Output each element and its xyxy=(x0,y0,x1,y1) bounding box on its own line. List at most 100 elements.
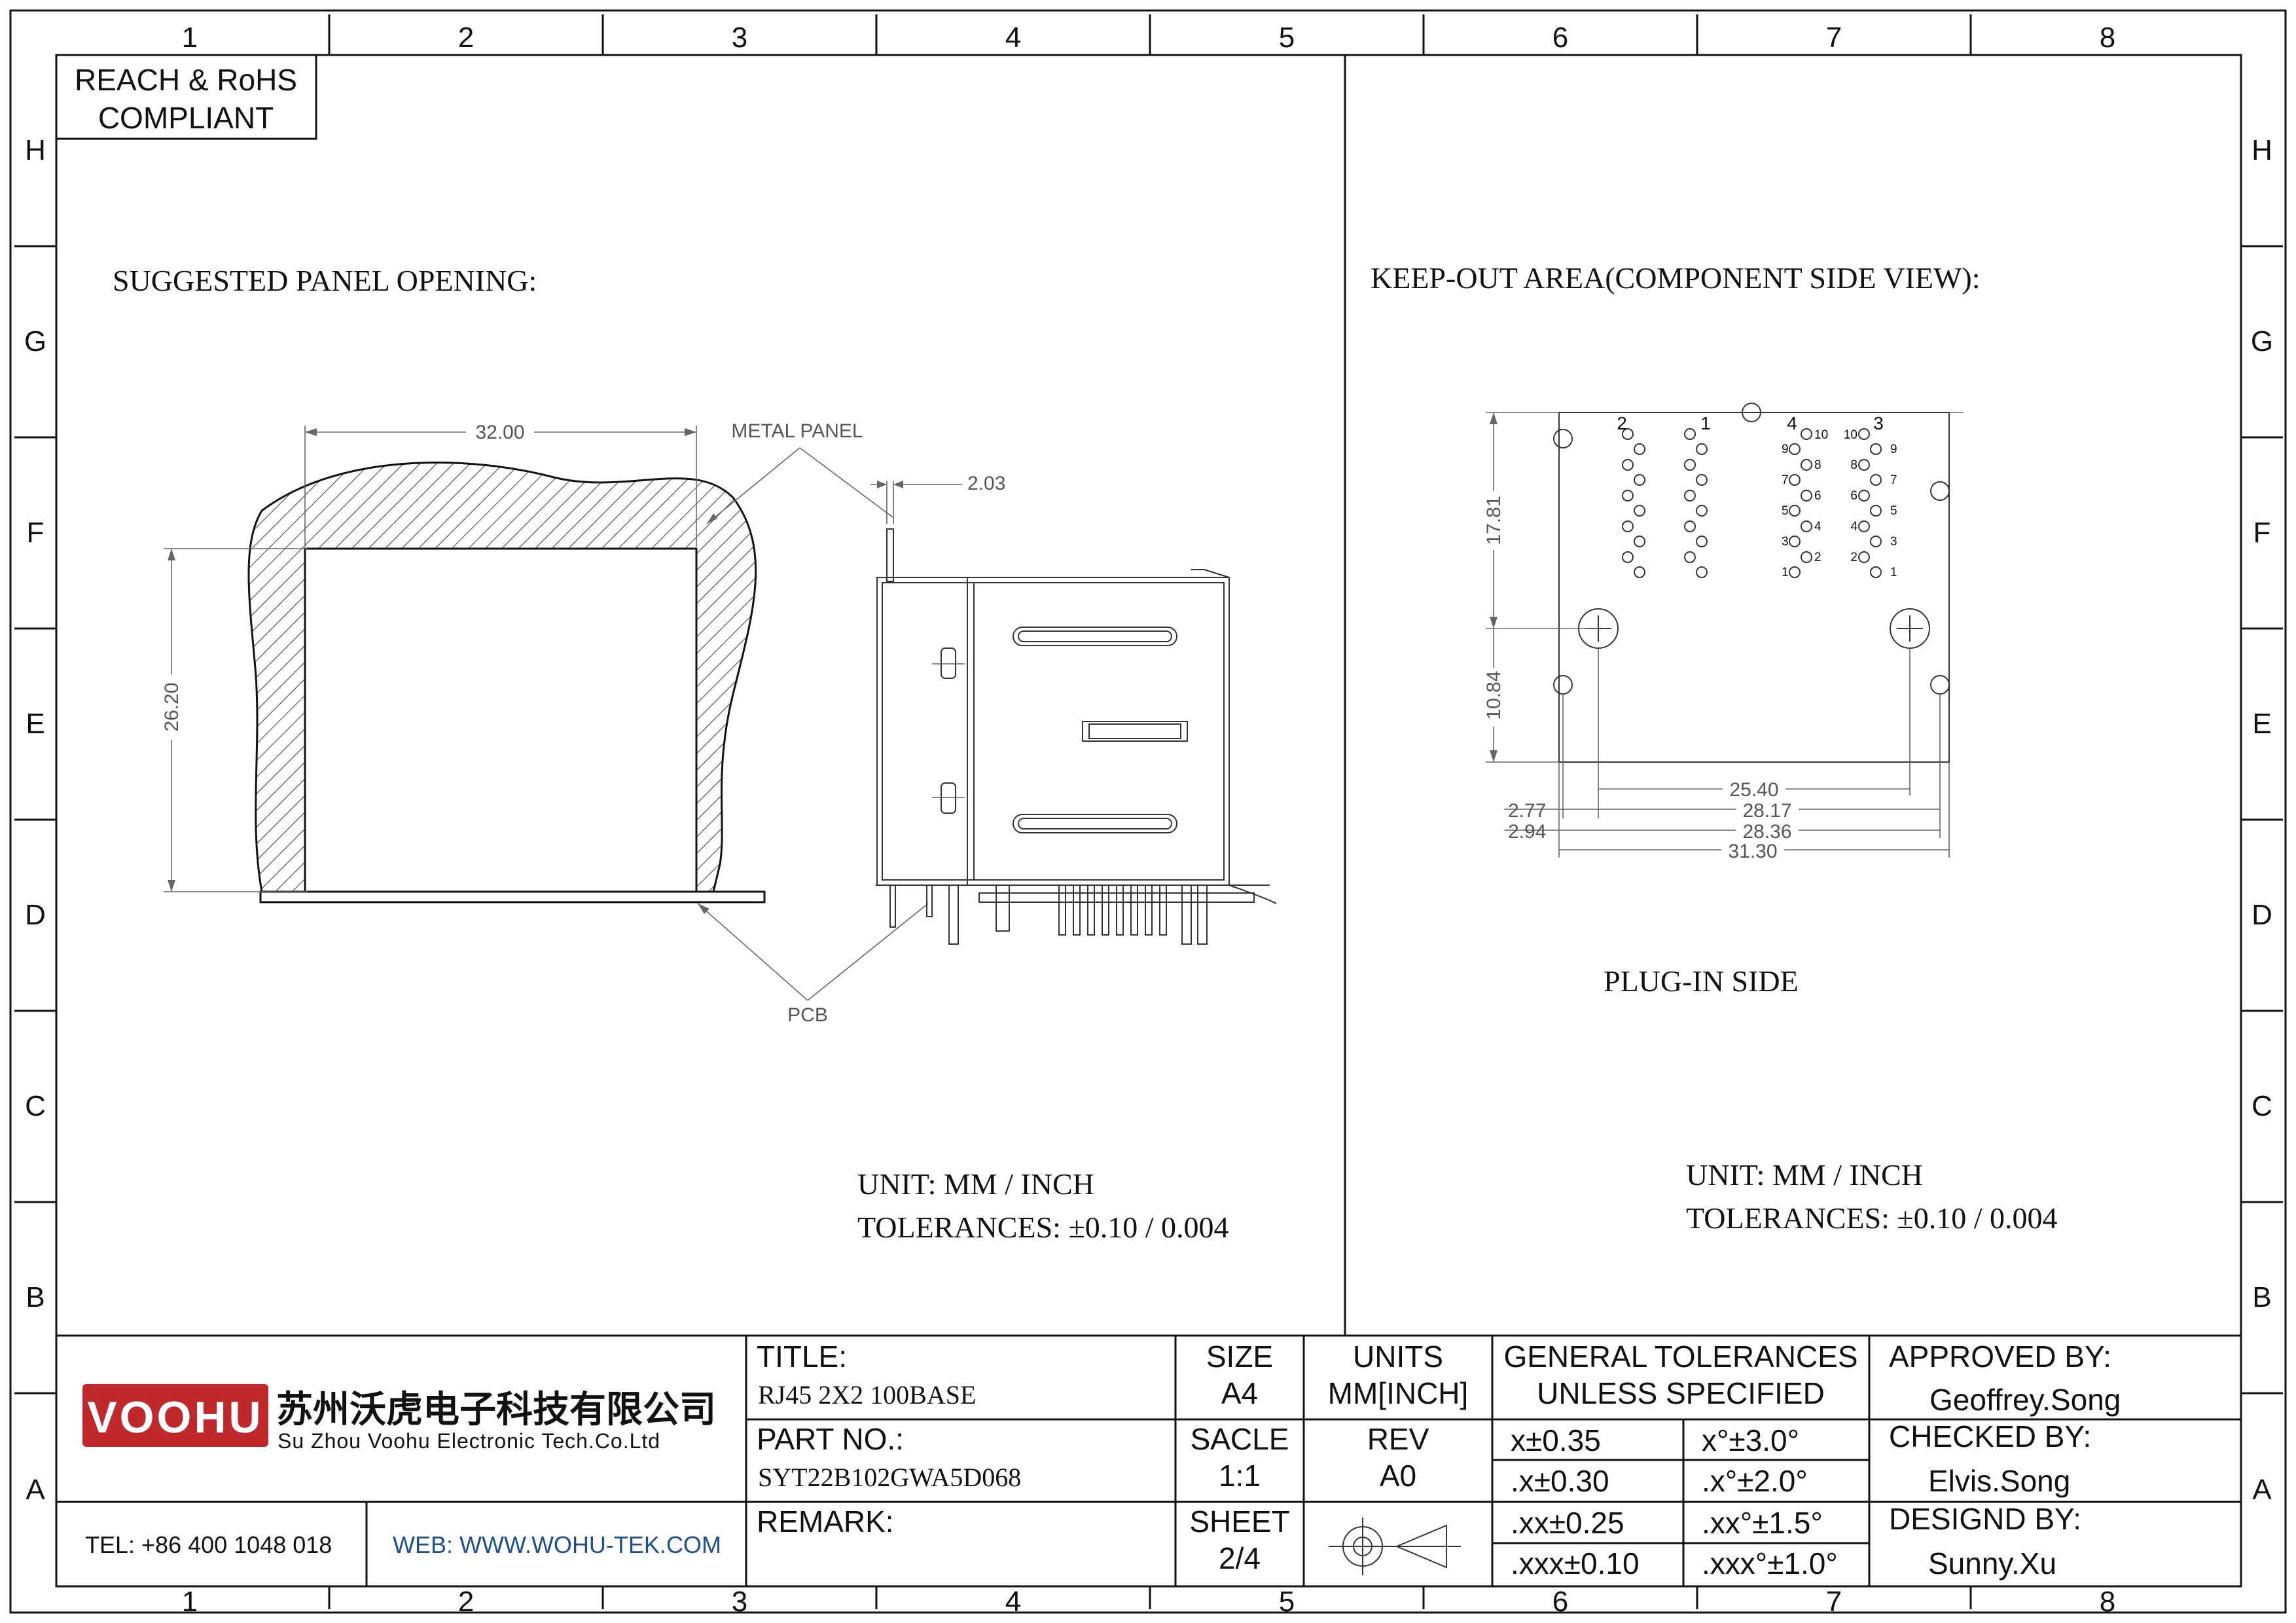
plug-in-side-label: PLUG-IN SIDE xyxy=(1604,964,1799,998)
metal-panel-hatch xyxy=(247,462,757,893)
pin-number: 1 xyxy=(1782,566,1789,579)
tol-angular: x°±3.0° xyxy=(1702,1423,1799,1457)
tol-angular: .xx°±1.5° xyxy=(1702,1506,1823,1540)
dim-10-84: 10.84 xyxy=(1483,670,1505,720)
row-label-right: C xyxy=(2251,1090,2272,1122)
keepout-outline xyxy=(1486,412,1964,763)
col-label-bottom: 2 xyxy=(458,1586,474,1618)
connector-side-view xyxy=(870,481,1277,945)
row-label-left: A xyxy=(26,1474,45,1506)
pcb-leader xyxy=(807,903,929,1001)
tel: TEL: +86 400 1048 018 xyxy=(85,1531,332,1558)
col-label-top: 5 xyxy=(1279,22,1295,54)
tol-linear: .xx±0.25 xyxy=(1511,1506,1624,1540)
pcb-strip xyxy=(259,890,766,903)
general-tolerances-line-2: UNLESS SPECIFIED xyxy=(1537,1376,1825,1410)
zone-ticks xyxy=(14,14,2283,1609)
scale-label: SACLE xyxy=(1191,1422,1289,1456)
dim-17-81: 17.81 xyxy=(1483,496,1505,545)
pin-number: 3 xyxy=(1890,535,1897,549)
row-label-left: C xyxy=(25,1090,46,1122)
left-unit-line: UNIT: MM / INCH xyxy=(857,1167,1094,1201)
pin-number: 8 xyxy=(1850,458,1857,472)
units-label: UNITS xyxy=(1353,1340,1443,1374)
col-label-bottom: 4 xyxy=(1005,1586,1021,1618)
size-value: A4 xyxy=(1221,1376,1258,1410)
tol-linear: .x±0.30 xyxy=(1511,1464,1609,1498)
dim-thickness-label: 2.03 xyxy=(967,473,1005,494)
tol-angular: .xxx°±1.0° xyxy=(1702,1546,1838,1580)
col-label-bottom: 7 xyxy=(1826,1586,1842,1618)
projection-symbol-icon xyxy=(1329,1518,1461,1575)
col-label-bottom: 3 xyxy=(732,1586,747,1618)
title-block xyxy=(56,1334,2241,1586)
units-value: MM[INCH] xyxy=(1328,1376,1469,1410)
pin-number: 7 xyxy=(1782,473,1789,487)
general-tolerances-line-1: GENERAL TOLERANCES xyxy=(1503,1340,1857,1374)
metal-panel-leader xyxy=(706,447,800,524)
col-label-top: 7 xyxy=(1826,22,1842,54)
rev-value: A0 xyxy=(1380,1459,1416,1493)
pin-number: 10 xyxy=(1814,428,1828,442)
pin-number: 7 xyxy=(1890,473,1897,487)
row-label-left: F xyxy=(27,517,45,549)
compliance-line-2: COMPLIANT xyxy=(98,101,274,135)
company-name-en: Su Zhou Voohu Electronic Tech.Co.Ltd xyxy=(278,1429,660,1453)
part-value: SYT22B102GWA5D068 xyxy=(758,1463,1021,1492)
col-label-top: 1 xyxy=(182,22,198,54)
voohu-logo xyxy=(82,1384,268,1447)
designed-label: DESIGND BY: xyxy=(1889,1502,2081,1536)
pin-number: 8 xyxy=(1814,458,1821,472)
sheet-value: 2/4 xyxy=(1219,1541,1261,1575)
dim-31-30: 31.30 xyxy=(1728,841,1777,862)
row-label-left: H xyxy=(25,134,46,166)
col-label-top: 4 xyxy=(1005,22,1021,54)
panel-opening xyxy=(304,547,698,893)
remark-label: REMARK: xyxy=(757,1504,894,1539)
row-label-right: E xyxy=(2252,708,2271,740)
title-label: TITLE: xyxy=(757,1340,847,1374)
part-label: PART NO.: xyxy=(757,1422,904,1456)
web-link[interactable]: WEB: WWW.WOHU-TEK.COM xyxy=(393,1531,721,1558)
col-label-top: 2 xyxy=(458,22,474,54)
outer-border xyxy=(9,9,2287,1614)
pin-number: 2 xyxy=(1814,551,1821,564)
dim-28-17: 28.17 xyxy=(1742,800,1791,822)
tol-linear: .xxx±0.10 xyxy=(1511,1546,1640,1580)
row-label-left: E xyxy=(26,708,45,740)
port-label: 1 xyxy=(1700,413,1711,433)
company-name-cn: 苏州沃虎电子科技有限公司 xyxy=(276,1389,716,1431)
dim-width-label: 32.00 xyxy=(475,422,524,443)
sheet-label: SHEET xyxy=(1189,1504,1289,1539)
row-label-left: D xyxy=(25,899,46,931)
col-label-bottom: 8 xyxy=(2100,1586,2115,1618)
title-value: RJ45 2X2 100BASE xyxy=(758,1380,976,1410)
right-tolerance-line: TOLERANCES: ±0.10 / 0.004 xyxy=(1686,1201,2057,1235)
col-label-bottom: 5 xyxy=(1279,1586,1295,1618)
row-label-right: B xyxy=(2252,1281,2271,1313)
row-label-right: G xyxy=(2251,325,2273,357)
row-label-left: G xyxy=(24,325,46,357)
pin-number: 10 xyxy=(1844,428,1857,442)
col-label-top: 3 xyxy=(732,22,747,54)
pin-number: 6 xyxy=(1814,489,1821,503)
col-label-bottom: 1 xyxy=(182,1586,198,1618)
dim-2-94: 2.94 xyxy=(1508,821,1546,843)
col-label-top: 8 xyxy=(2100,22,2115,54)
rev-label: REV xyxy=(1367,1422,1429,1456)
checked-value: Elvis.Song xyxy=(1928,1464,2070,1498)
col-label-top: 6 xyxy=(1552,22,1568,54)
pin-number: 1 xyxy=(1890,566,1897,579)
pin-number: 4 xyxy=(1850,520,1857,534)
dim-25-40: 25.40 xyxy=(1729,779,1778,801)
compliance-box xyxy=(55,54,317,140)
dim-2-77: 2.77 xyxy=(1508,800,1546,822)
pin-number: 4 xyxy=(1814,520,1821,534)
pin-number: 6 xyxy=(1850,489,1857,503)
port-label: 3 xyxy=(1873,413,1884,433)
dim-height-label: 26.20 xyxy=(161,682,183,731)
pcb-label: PCB xyxy=(787,1004,828,1026)
left-view-heading: SUGGESTED PANEL OPENING: xyxy=(113,264,537,297)
dim-28-36: 28.36 xyxy=(1742,821,1791,843)
